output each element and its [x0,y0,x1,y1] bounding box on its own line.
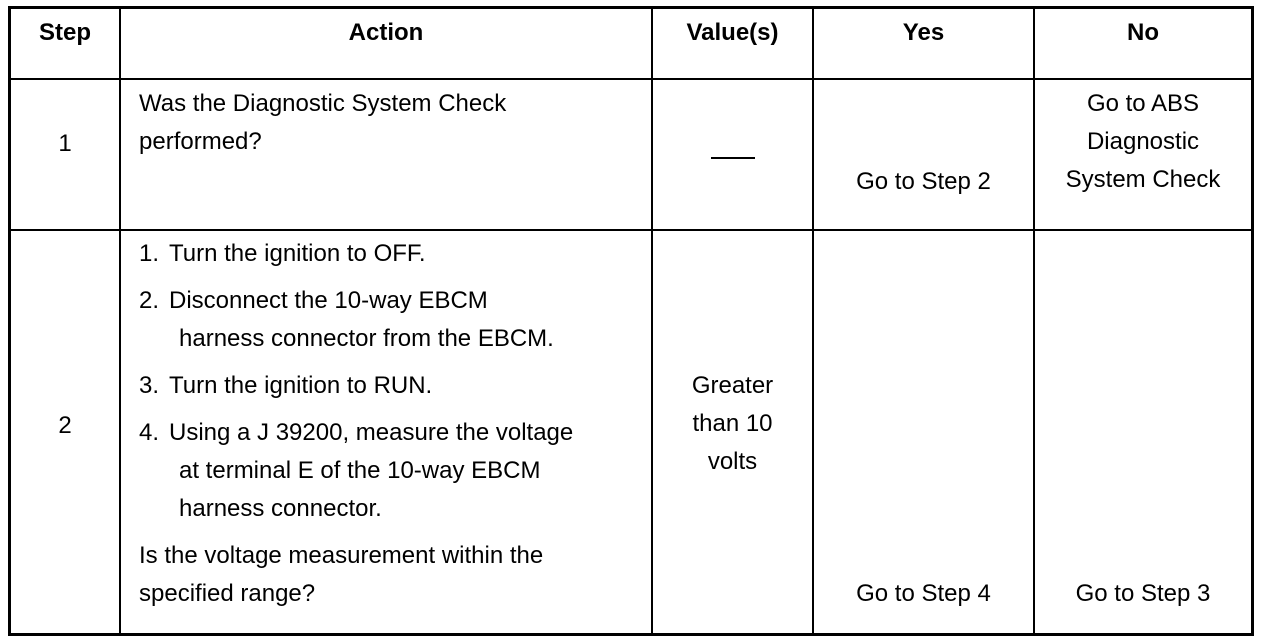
row2-question-line: Is the voltage measurement within the [139,542,544,569]
row1-value-dash [711,157,755,159]
header-action: Action [348,19,424,46]
col-divider [812,9,814,633]
row1-no-line: System Check [1065,166,1221,193]
row-divider [11,229,1251,231]
header-step: Step [38,19,91,46]
action-step-item: 1. Turn the ignition to OFF. [139,235,644,273]
row-divider [11,78,1251,80]
action-step-text: harness connector from the EBCM. [179,325,554,352]
row1-action: Was the Diagnostic System Check performe… [139,85,639,161]
row2-value: Greater than 10 volts [653,367,812,481]
row2-value-line: Greater [691,372,774,399]
row2-value-line: volts [707,448,758,475]
action-step-text: at terminal E of the 10-way EBCM [179,457,541,484]
row1-yes: Go to Step 2 [856,168,991,195]
header-no: No [1127,19,1159,46]
row2-question-line: specified range? [139,580,316,607]
action-step-item: 3. Turn the ignition to RUN. [139,367,644,405]
action-step-number: 1. [139,240,160,267]
row1-action-line: Was the Diagnostic System Check [139,90,507,117]
action-step-text: Disconnect the 10-way EBCM [169,287,488,314]
action-step-text: harness connector. [179,495,382,522]
row2-step: 2 [58,412,72,439]
action-step-number: 3. [139,372,160,399]
col-divider [1033,9,1035,633]
header-yes: Yes [902,19,945,46]
action-step-number: 2. [139,287,160,314]
row1-step: 1 [58,130,72,157]
action-step-item: 2. Disconnect the 10-way EBCM harness co… [139,282,644,358]
row2-value-line: than 10 [692,410,773,437]
header-values: Value(s) [686,19,779,46]
action-step-text: Using a J 39200, measure the voltage [169,419,574,446]
row1-no-line: Go to ABS [1086,90,1200,117]
row2-no: Go to Step 3 [1075,580,1211,607]
action-step-number: 4. [139,419,160,446]
row2-action: 1. Turn the ignition to OFF. 2. Disconne… [139,235,644,613]
action-step-item: 4. Using a J 39200, measure the voltage … [139,414,644,528]
row2-yes: Go to Step 4 [856,580,991,607]
col-divider [119,9,121,633]
col-divider [651,9,653,633]
diagnostic-table: Step Action Value(s) Yes No 1 Was the Di… [8,6,1254,636]
row1-no-line: Diagnostic [1086,128,1200,155]
action-step-text: Turn the ignition to RUN. [169,372,433,399]
action-step-text: Turn the ignition to OFF. [169,240,426,267]
row1-no: Go to ABS Diagnostic System Check [1035,85,1251,199]
row1-action-line: performed? [139,128,262,155]
